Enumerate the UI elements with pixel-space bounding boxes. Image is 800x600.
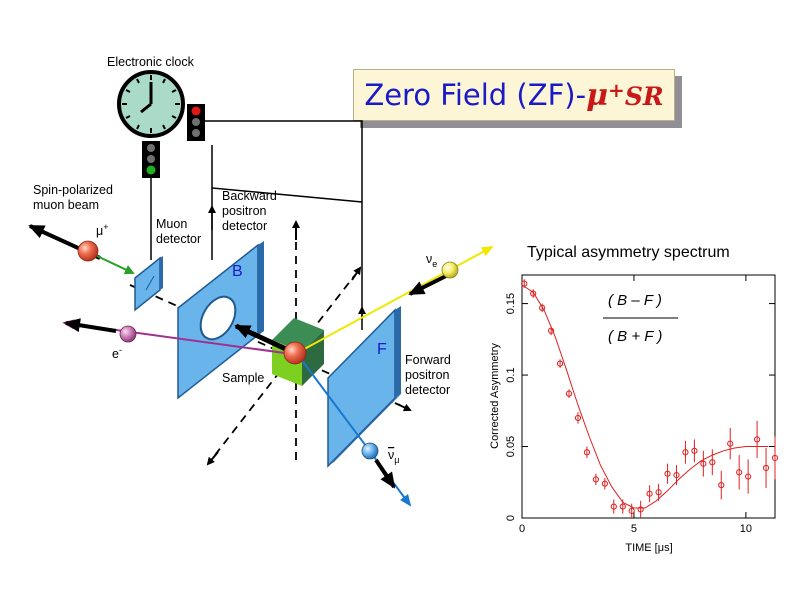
data-point — [521, 280, 528, 287]
data-point — [727, 440, 734, 447]
nu-mu-spin-arrow — [374, 458, 396, 489]
chart-frame — [521, 274, 776, 519]
forward-detector-label-1: Forward — [405, 353, 451, 367]
data-point — [565, 390, 573, 397]
asymmetry-chart: 0 5 10 0 0.05 0.1 0.15 ( B – F ) ( B + F ) TIM… — [489, 274, 779, 554]
fit-curve — [521, 284, 769, 509]
y-axis-label: Corrected Asymmetry — [489, 343, 501, 449]
backward-detector-label-3: detector — [222, 219, 267, 233]
slide-title-sr: SR — [624, 81, 664, 111]
axis-diag-arrow — [351, 266, 362, 281]
data-point — [682, 449, 689, 456]
traffic-light-green-icon — [142, 141, 160, 178]
clock-icon — [117, 70, 185, 138]
axis-right-arrow — [394, 402, 412, 412]
data-point — [655, 489, 662, 496]
nu-mu-icon — [361, 442, 379, 460]
data-point — [574, 414, 582, 422]
muon-path-arrow — [96, 255, 135, 275]
data-point — [691, 447, 698, 454]
data-point — [583, 449, 591, 456]
forward-detector-label-3: detector — [405, 383, 450, 397]
data-point — [762, 464, 770, 472]
x-axis-label: TIME [μs] — [625, 542, 672, 554]
detector-b-label: B — [232, 263, 243, 280]
data-point — [592, 476, 599, 483]
data-point — [637, 506, 644, 513]
data-point — [530, 290, 537, 297]
data-point — [700, 460, 707, 467]
data-point — [673, 472, 680, 479]
data-point — [539, 304, 546, 311]
slide-title: Zero Field (ZF)-μ+SR — [364, 78, 663, 113]
y-tick-label: 0.05 — [505, 436, 517, 457]
positron-spin-arrow — [64, 318, 117, 333]
signal-wires — [150, 120, 363, 320]
data-point — [610, 503, 617, 510]
stopped-muon-icon — [283, 341, 307, 365]
muon-detector-label-2: detector — [156, 232, 201, 246]
x-tick-label: 5 — [631, 523, 637, 535]
beam-label-1: Spin-polarized — [33, 183, 113, 197]
backward-detector-label-2: positron — [222, 204, 267, 218]
data-point — [664, 470, 671, 477]
data-point — [601, 480, 608, 487]
nu-e-path-arrow — [296, 246, 494, 354]
beam-label-2: muon beam — [33, 198, 99, 212]
data-point — [619, 503, 626, 510]
data-point — [548, 327, 555, 334]
formula-numerator: ( B – F ) — [608, 292, 662, 309]
nu-e-spin-arrow — [408, 274, 447, 296]
y-tick-label: 0.1 — [505, 367, 517, 382]
sample-label: Sample — [222, 371, 264, 385]
detector-f-label: F — [377, 341, 387, 358]
muon-spin-arrow — [234, 323, 290, 353]
data-point — [646, 490, 653, 497]
positron-icon — [119, 325, 137, 343]
data-point — [628, 507, 635, 514]
forward-detector-label-2: positron — [405, 368, 450, 382]
incoming-muon-icon — [77, 240, 99, 262]
formula-denominator: ( B + F ) — [608, 328, 662, 345]
data-point — [556, 360, 564, 367]
electron-label: e- — [112, 345, 122, 361]
nu-e-icon — [441, 261, 459, 279]
backward-detector-label-1: Backward — [222, 189, 277, 203]
chart-title: Typical asymmetry spectrum — [527, 244, 730, 261]
slide-title-plus: + — [608, 77, 625, 102]
slide-title-box: Zero Field (ZF)-μ+SR — [353, 69, 675, 121]
data-point — [718, 482, 725, 489]
x-tick-label: 0 — [519, 523, 525, 535]
x-tick-label: 10 — [740, 523, 752, 535]
data-point — [771, 454, 779, 462]
data-point — [745, 473, 752, 480]
y-tick-label: 0.15 — [505, 293, 517, 314]
data-point — [753, 436, 761, 443]
nu-mu-label: νμ — [388, 448, 399, 465]
data-point — [736, 469, 743, 476]
muon-detector-label-1: Muon — [156, 217, 187, 231]
clock-label: Electronic clock — [107, 55, 195, 69]
nu-e-label: νe — [426, 252, 437, 269]
forward-detector — [327, 306, 401, 468]
muon-detector — [134, 256, 163, 312]
axis-down-arrow — [206, 451, 219, 466]
data-point — [709, 459, 716, 466]
y-tick-label: 0 — [505, 515, 517, 521]
slide-title-mu: μ — [586, 77, 609, 113]
slide-title-prefix: Zero Field (ZF)- — [364, 77, 587, 112]
mu-plus-label: μ+ — [96, 222, 108, 238]
traffic-light-red-icon — [187, 104, 205, 141]
